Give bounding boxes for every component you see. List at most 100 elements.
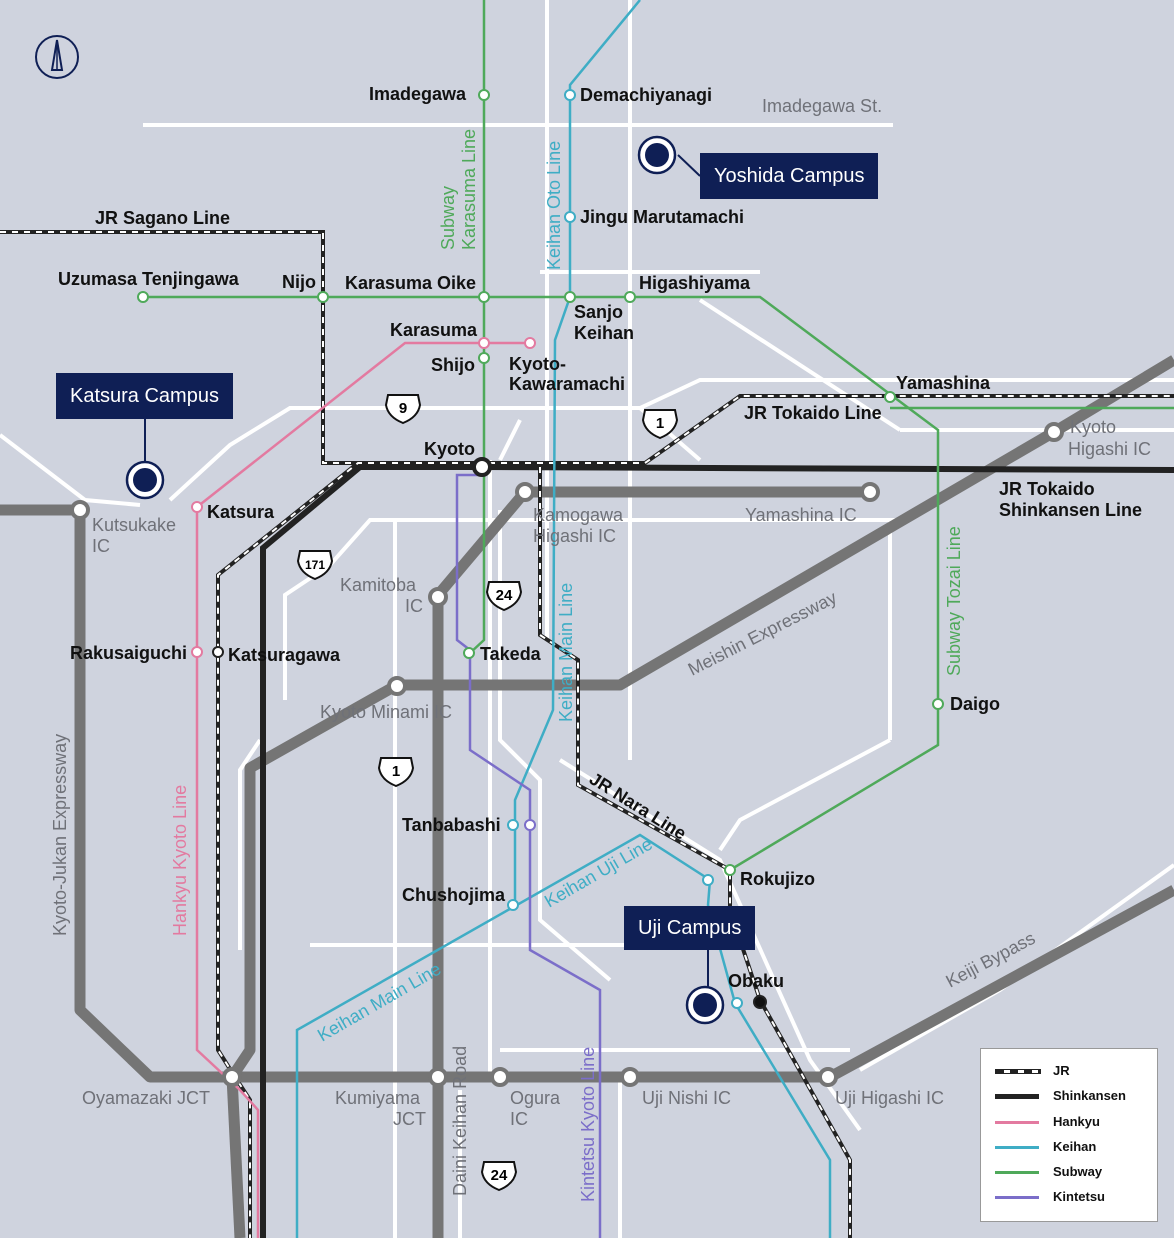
oyamazaki-jct-label: Oyamazaki JCT xyxy=(82,1088,210,1108)
map-legend: JR Shinkansen Hankyu Keihan Subway Kinte… xyxy=(980,1048,1158,1222)
hankyu-line xyxy=(195,341,530,1238)
legend-item-subway: Subway xyxy=(995,1162,1155,1182)
kintetsu-line xyxy=(455,473,602,1238)
subway-lines xyxy=(143,0,1174,872)
station-katsura: Katsura xyxy=(207,502,275,522)
legend-label-keihan: Keihan xyxy=(1053,1139,1097,1154)
uji-nishi-ic-label: Uji Nishi IC xyxy=(642,1088,731,1108)
keihan-lines xyxy=(295,0,832,1238)
station-demachiyanagi: Demachiyanagi xyxy=(580,85,712,105)
legend-item-kintetsu: Kintetsu xyxy=(995,1187,1155,1207)
svg-text:1: 1 xyxy=(392,763,400,780)
north-arrow-icon xyxy=(35,35,79,79)
station-sanjo-keihan-2: Keihan xyxy=(574,323,634,343)
shinkansen-line xyxy=(260,464,1174,1238)
shinkansen-label-2: Shinkansen Line xyxy=(999,500,1142,520)
legend-item-hankyu: Hankyu xyxy=(995,1112,1155,1132)
legend-swatch-hankyu xyxy=(995,1121,1039,1124)
legend-item-jr: JR xyxy=(995,1061,1155,1081)
svg-text:171: 171 xyxy=(305,558,325,572)
svg-text:24: 24 xyxy=(496,587,513,604)
station-takeda: Takeda xyxy=(480,644,542,664)
imadegawa-street-label: Imadegawa St. xyxy=(762,96,882,116)
legend-item-shinkansen: Shinkansen xyxy=(995,1086,1155,1106)
legend-label-subway: Subway xyxy=(1053,1164,1103,1179)
kintetsu-kyoto-label: Kintetsu Kyoto Line xyxy=(578,1047,598,1202)
route-shields: 9 1 171 24 1 24 xyxy=(296,394,679,1192)
kamitoba-ic-label-2: IC xyxy=(405,596,423,616)
yoshida-campus-label: Yoshida Campus xyxy=(700,153,879,199)
campus-markers xyxy=(125,135,725,1025)
legend-swatch-keihan xyxy=(995,1146,1039,1149)
route-shield-9: 9 xyxy=(384,394,422,425)
station-higashiyama: Higashiyama xyxy=(639,273,751,293)
station-karasuma: Karasuma xyxy=(390,320,478,340)
kyoto-minami-ic-label: Kyoto Minami IC xyxy=(320,702,452,722)
station-chushojima: Chushojima xyxy=(402,885,506,905)
station-obaku: Obaku xyxy=(728,971,784,991)
kyoto-jukan-expressway-label: Kyoto-Jukan Expressway xyxy=(50,734,70,936)
kumiyama-jct-label-1: Kumiyama xyxy=(335,1088,421,1108)
shinkansen-label-1: JR Tokaido xyxy=(999,479,1095,499)
kamogawa-ic-label-1: Kamogawa xyxy=(533,505,624,525)
station-uzumasa-tenjingawa: Uzumasa Tenjingawa xyxy=(58,269,240,289)
route-shield-24-south: 24 xyxy=(480,1161,518,1192)
station-rokujizo: Rokujizo xyxy=(740,869,815,889)
uji-higashi-ic-label: Uji Higashi IC xyxy=(835,1088,944,1108)
yamashina-ic-label: Yamashina IC xyxy=(745,505,857,525)
uji-campus-label: Uji Campus xyxy=(624,906,756,950)
station-jingu-marutamachi: Jingu Marutamachi xyxy=(580,207,744,227)
station-sanjo-keihan-1: Sanjo xyxy=(574,302,623,322)
legend-item-keihan: Keihan xyxy=(995,1137,1155,1157)
station-daigo: Daigo xyxy=(950,694,1000,714)
legend-swatch-jr xyxy=(995,1069,1041,1074)
svg-text:24: 24 xyxy=(491,1167,508,1184)
route-shield-24-north: 24 xyxy=(485,581,523,612)
station-katsuragawa: Katsuragawa xyxy=(228,645,341,665)
ogura-ic-label-2: IC xyxy=(510,1109,528,1129)
subway-tozai-label: Subway Tozai Line xyxy=(944,526,964,676)
svg-text:1: 1 xyxy=(656,415,664,432)
legend-swatch-subway xyxy=(995,1171,1039,1174)
kutsukake-ic-label-2: IC xyxy=(92,536,110,556)
legend-label-jr: JR xyxy=(1053,1063,1070,1078)
route-shield-1-north: 1 xyxy=(641,409,679,440)
legend-label-kintetsu: Kintetsu xyxy=(1053,1189,1105,1204)
kyoto-higashi-ic-label-2: Higashi IC xyxy=(1068,439,1151,459)
station-dots xyxy=(137,89,944,1009)
route-shield-1-south: 1 xyxy=(377,757,415,788)
svg-text:9: 9 xyxy=(399,400,407,417)
station-imadegawa: Imadegawa xyxy=(369,84,467,104)
station-shijo: Shijo xyxy=(431,355,475,375)
route-shield-171: 171 xyxy=(296,550,334,581)
station-nijo: Nijo xyxy=(282,272,316,292)
kamitoba-ic-label-1: Kamitoba xyxy=(340,575,417,595)
station-tanbabashi: Tanbabashi xyxy=(402,815,501,835)
jr-tokaido-line-label: JR Tokaido Line xyxy=(744,403,882,423)
kumiyama-jct-label-2: JCT xyxy=(393,1109,426,1129)
keihan-oto-label: Keihan Oto Line xyxy=(544,141,564,270)
katsura-campus-label: Katsura Campus xyxy=(56,373,233,419)
jr-sagano-line-label: JR Sagano Line xyxy=(95,208,230,228)
kyoto-higashi-ic-label-1: Kyoto xyxy=(1070,417,1116,437)
station-rakusaiguchi: Rakusaiguchi xyxy=(70,643,187,663)
kutsukake-ic-label-1: Kutsukake xyxy=(92,515,176,535)
station-kyoto-kawaramachi-1: Kyoto- xyxy=(509,354,566,374)
legend-label-hankyu: Hankyu xyxy=(1053,1114,1100,1129)
station-kyoto-kawaramachi-2: Kawaramachi xyxy=(509,374,625,394)
legend-swatch-shinkansen xyxy=(995,1094,1039,1099)
station-kyoto: Kyoto xyxy=(424,439,475,459)
kamogawa-ic-label-2: Higashi IC xyxy=(533,526,616,546)
ogura-ic-label-1: Ogura xyxy=(510,1088,561,1108)
subway-karasuma-label-1: Subway xyxy=(438,186,458,250)
subway-karasuma-label-2: Karasuma Line xyxy=(459,129,479,250)
daini-keihan-road-label: Daini Keihan Road xyxy=(450,1046,470,1196)
station-yamashina: Yamashina xyxy=(896,373,991,393)
hankyu-kyoto-label: Hankyu Kyoto Line xyxy=(170,785,190,936)
station-karasuma-oike: Karasuma Oike xyxy=(345,273,476,293)
legend-label-shinkansen: Shinkansen xyxy=(1053,1088,1126,1103)
keihan-main-upper-label: Keihan Main Line xyxy=(556,583,576,722)
interchange-nodes xyxy=(70,422,1064,1087)
